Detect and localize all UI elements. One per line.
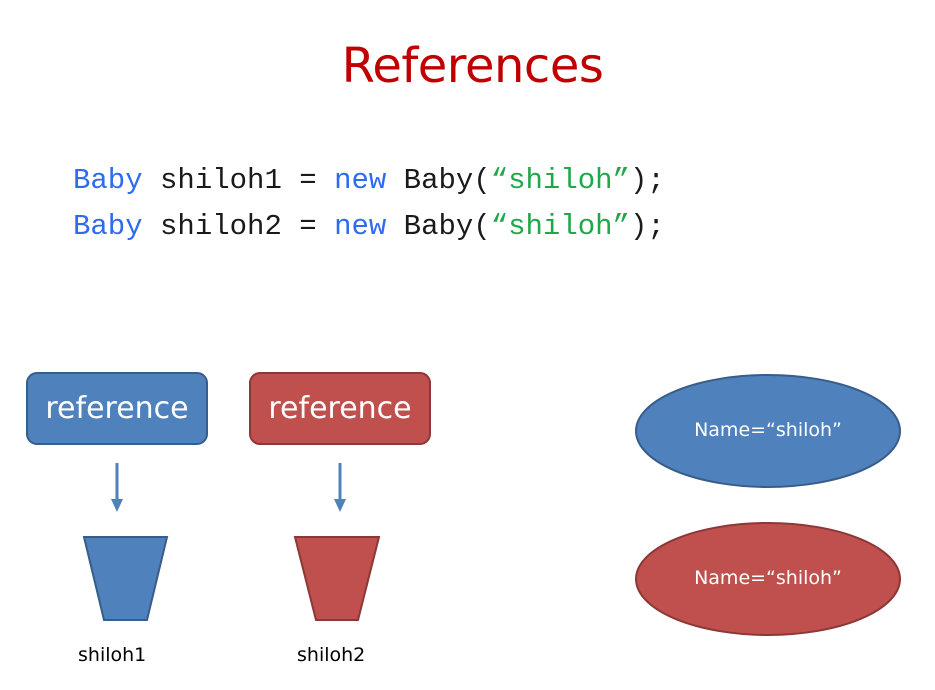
code-ctor: Baby( [386, 164, 491, 197]
code-var: shiloh1 = [142, 164, 335, 197]
code-keyword: new [334, 210, 387, 243]
object-label-blue: Name=“shiloh” [694, 419, 842, 441]
reference-box-red: reference [249, 372, 431, 445]
object-ellipse-blue [635, 374, 901, 488]
code-block: Baby shiloh1 = new Baby(“shiloh”);Baby s… [73, 158, 665, 250]
arrow-down-icon [334, 463, 346, 512]
object-ellipse-red [635, 522, 901, 636]
code-line-1: Baby shiloh1 = new Baby(“shiloh”); [73, 158, 665, 204]
code-var: shiloh2 = [142, 210, 335, 243]
code-line-2: Baby shiloh2 = new Baby(“shiloh”); [73, 204, 665, 250]
code-string: “shiloh” [490, 164, 630, 197]
code-keyword: new [334, 164, 387, 197]
variable-shape-shiloh1 [82, 536, 169, 621]
code-end: ); [629, 164, 665, 197]
slide-title: References [341, 38, 604, 94]
code-string: “shiloh” [490, 210, 630, 243]
variable-label-shiloh2: shiloh2 [297, 644, 366, 666]
variable-label-shiloh1: shiloh1 [78, 644, 147, 666]
code-ctor: Baby( [386, 210, 491, 243]
variable-shape-shiloh2 [293, 536, 381, 621]
reference-box-blue: reference [26, 372, 208, 445]
object-label-red: Name=“shiloh” [694, 567, 842, 589]
code-end: ); [629, 210, 665, 243]
code-type: Baby [73, 210, 143, 243]
code-type: Baby [73, 164, 143, 197]
arrow-down-icon [111, 463, 123, 512]
